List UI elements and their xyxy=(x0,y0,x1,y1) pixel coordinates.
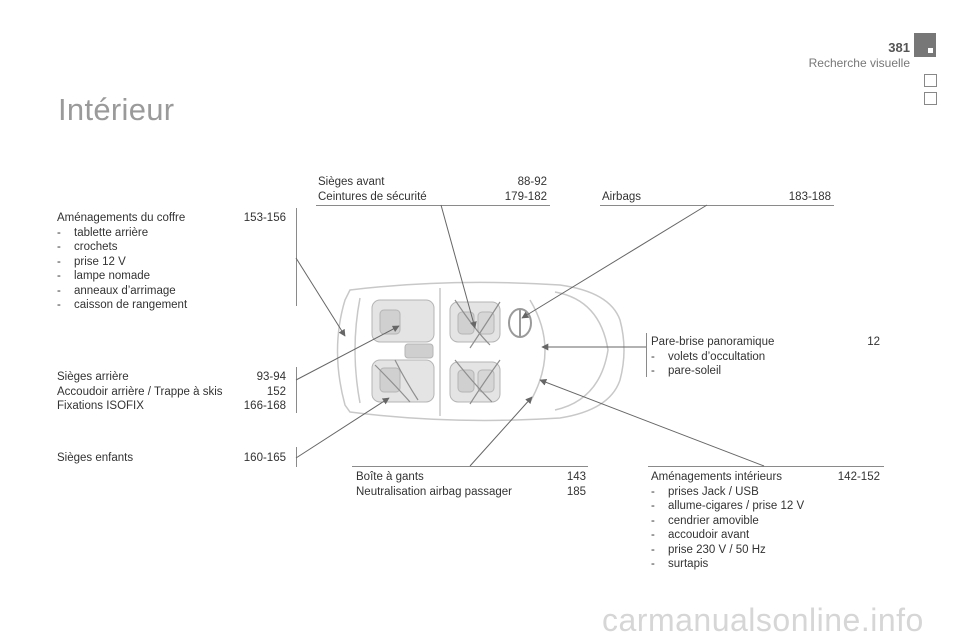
section-name: Recherche visuelle xyxy=(808,56,910,70)
list-item: caisson de rangement xyxy=(57,298,286,313)
ref-pages[interactable]: 153-156 xyxy=(243,212,286,224)
ref-block-sieges-avant: Sièges avant 88-92 Ceintures de sécurité… xyxy=(318,175,547,204)
ref-label: Sièges avant xyxy=(318,176,385,188)
front-seats xyxy=(449,301,501,403)
list-item: cendrier amovible xyxy=(651,514,880,529)
ref-pages[interactable]: 142-152 xyxy=(837,471,880,483)
pointer-lines xyxy=(295,204,765,467)
list-item: pare-soleil xyxy=(651,364,880,379)
ref-pages[interactable]: 143 xyxy=(566,471,586,483)
page-title: Intérieur xyxy=(58,92,175,127)
ref-block-pare-brise: Pare-brise panoramique 12 volets d’occul… xyxy=(651,335,880,379)
list-item: anneaux d’arrimage xyxy=(57,284,286,299)
section-tab[interactable] xyxy=(924,74,937,87)
bracket-line xyxy=(296,208,297,306)
car-body xyxy=(336,281,625,422)
list-item: allume-cigares / prise 12 V xyxy=(651,499,880,514)
ref-label: Sièges arrière xyxy=(57,371,129,383)
bracket-line xyxy=(296,447,297,467)
underline xyxy=(352,466,588,467)
watermark: carmanualsonline.info xyxy=(602,602,924,638)
ref-pages[interactable]: 152 xyxy=(266,385,286,398)
rear-seats xyxy=(371,299,435,403)
ref-label: Fixations ISOFIX xyxy=(57,400,144,412)
list-item: prise 12 V xyxy=(57,255,286,270)
list-item: prise 230 V / 50 Hz xyxy=(651,543,880,558)
bracket-line xyxy=(646,333,647,377)
ref-label: Neutralisation airbag passager xyxy=(356,485,512,498)
section-tab-active[interactable] xyxy=(914,33,936,57)
ref-label: Ceintures de sécurité xyxy=(318,190,427,203)
ref-pages[interactable]: 179-182 xyxy=(504,190,547,203)
underline xyxy=(316,205,550,206)
list-item: accoudoir avant xyxy=(651,528,880,543)
list-item: volets d’occultation xyxy=(651,350,880,365)
ref-pages[interactable]: 93-94 xyxy=(256,371,286,383)
list-item: crochets xyxy=(57,240,286,255)
ref-block-sieges-arriere: Sièges arrière 93-94 Accoudoir arrière /… xyxy=(57,370,286,414)
ref-pages[interactable]: 183-188 xyxy=(788,191,831,203)
ref-label: Airbags xyxy=(602,191,641,203)
ref-label: Accoudoir arrière / Trappe à skis xyxy=(57,385,223,398)
section-tab[interactable] xyxy=(924,92,937,105)
steering-wheel xyxy=(508,308,532,338)
ref-block-boite-gants: Boîte à gants 143 Neutralisation airbag … xyxy=(356,470,586,499)
ref-pages[interactable]: 166-168 xyxy=(243,400,286,412)
ref-heading: Pare-brise panoramique xyxy=(651,336,775,348)
list-item: tablette arrière xyxy=(57,226,286,241)
list-item: surtapis xyxy=(651,557,880,572)
bracket-line xyxy=(296,367,297,413)
ref-block-sieges-enfants: Sièges enfants 160-165 xyxy=(57,451,286,466)
underline xyxy=(648,466,884,467)
list-item: lampe nomade xyxy=(57,269,286,284)
ref-pages[interactable]: 88-92 xyxy=(517,176,547,188)
ref-block-coffre: Aménagements du coffre 153-156 tablette … xyxy=(57,211,286,313)
list-item: prises Jack / USB xyxy=(651,485,880,500)
underline xyxy=(600,205,834,206)
seat-belts xyxy=(374,299,501,405)
ref-block-airbags: Airbags 183-188 xyxy=(602,190,831,205)
ref-heading: Aménagements du coffre xyxy=(57,212,186,224)
ref-heading: Aménagements intérieurs xyxy=(651,471,783,483)
ref-pages[interactable]: 185 xyxy=(566,485,586,498)
ref-label: Sièges enfants xyxy=(57,452,134,464)
page-number: 381 xyxy=(888,40,910,55)
ref-label: Boîte à gants xyxy=(356,471,424,483)
ref-pages[interactable]: 160-165 xyxy=(243,452,286,464)
ref-pages[interactable]: 12 xyxy=(867,336,880,348)
ref-block-amenagements-interieurs: Aménagements intérieurs 142-152 prises J… xyxy=(651,470,880,572)
